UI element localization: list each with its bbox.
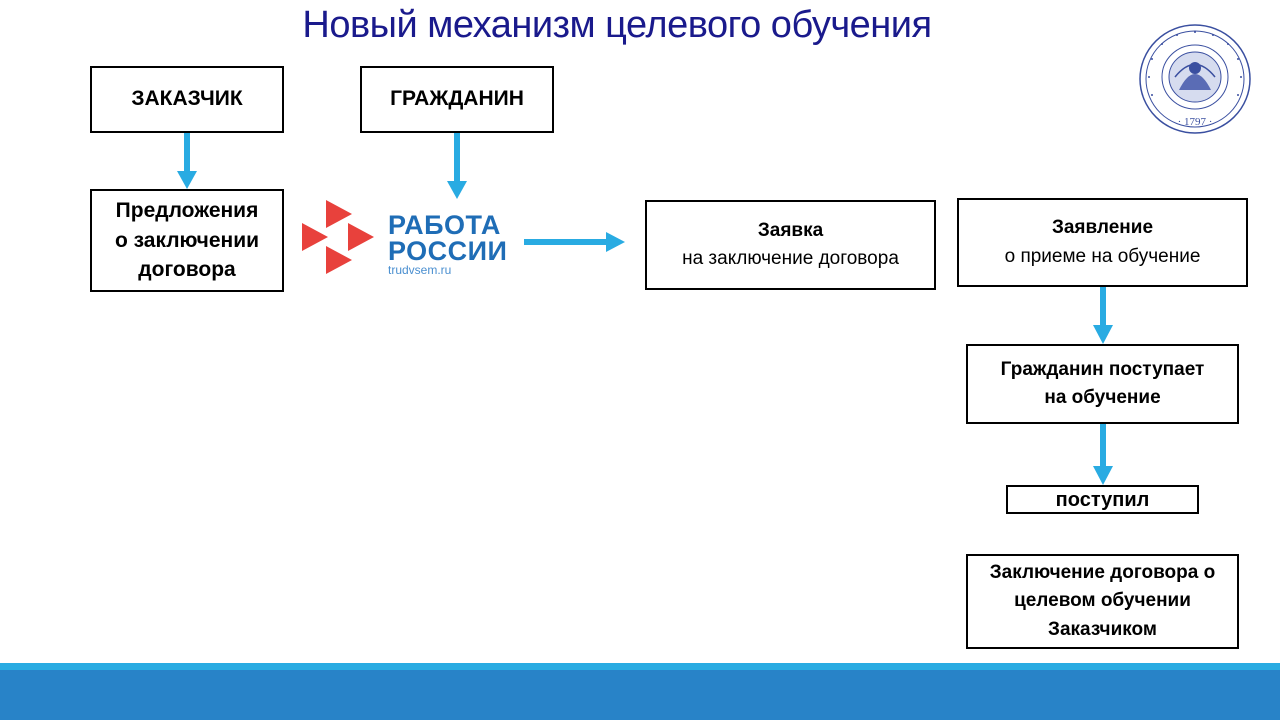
citizen-box: ГРАЖДАНИН (360, 66, 554, 133)
logo-line-1: РАБОТА (388, 210, 501, 240)
logo-line-2: РОССИИ (388, 236, 508, 266)
arrow-citizen-to-logo (447, 133, 467, 199)
arrow-logo-to-application (524, 232, 625, 252)
proposals-line-3: договора (138, 258, 236, 282)
contract-conclusion-line-3: Заказчиком (1048, 618, 1157, 640)
enrolled-box: поступил (1006, 485, 1199, 514)
footer-bar (0, 670, 1280, 720)
svg-text:· 1797 ·: · 1797 · (1178, 116, 1213, 128)
customer-label: ЗАКАЗЧИК (131, 87, 243, 111)
footer-accent-line (0, 663, 1280, 670)
application-title: Заявка (757, 219, 824, 241)
logo-url: trudvsem.ru (388, 263, 452, 277)
admission-statement-subtitle: о приеме на обучение (1004, 245, 1201, 267)
proposals-box: Предложения о заключении договора (90, 189, 284, 292)
citizen-enrolls-line-2: на обучение (1044, 387, 1161, 408)
slide-title: Новый механизм целевого обучения (302, 4, 932, 46)
application-box: Заявка на заключение договора (645, 200, 936, 290)
admission-statement-title: Заявление (1051, 217, 1154, 238)
contract-conclusion-line-1: Заключение договора о (989, 561, 1216, 583)
admission-statement-box: Заявление о приеме на обучение (957, 198, 1248, 287)
arrow-enrolls-to-enrolled (1093, 424, 1113, 485)
application-subtitle: на заключение договора (682, 248, 899, 269)
rabota-rossii-arrows-icon (302, 200, 374, 274)
citizen-label: ГРАЖДАНИН (390, 87, 524, 111)
proposals-line-1: Предложения (115, 199, 259, 223)
rabota-rossii-logo: РАБОТА РОССИИ trudvsem.ru (296, 196, 508, 282)
proposals-line-2: о заключении (114, 228, 260, 252)
arrow-customer-to-proposals (177, 133, 197, 189)
university-seal-icon: · 1797 · (1139, 24, 1251, 134)
contract-conclusion-box: Заключение договора о целевом обучении З… (966, 554, 1239, 649)
customer-box: ЗАКАЗЧИК (90, 66, 284, 133)
citizen-enrolls-line-1: Гражданин поступает (1000, 358, 1205, 380)
contract-conclusion-line-2: целевом обучении (1014, 590, 1191, 612)
enrolled-label: поступил (1055, 488, 1150, 511)
citizen-enrolls-box: Гражданин поступает на обучение (966, 344, 1239, 424)
arrow-statement-to-enrolls (1093, 287, 1113, 344)
